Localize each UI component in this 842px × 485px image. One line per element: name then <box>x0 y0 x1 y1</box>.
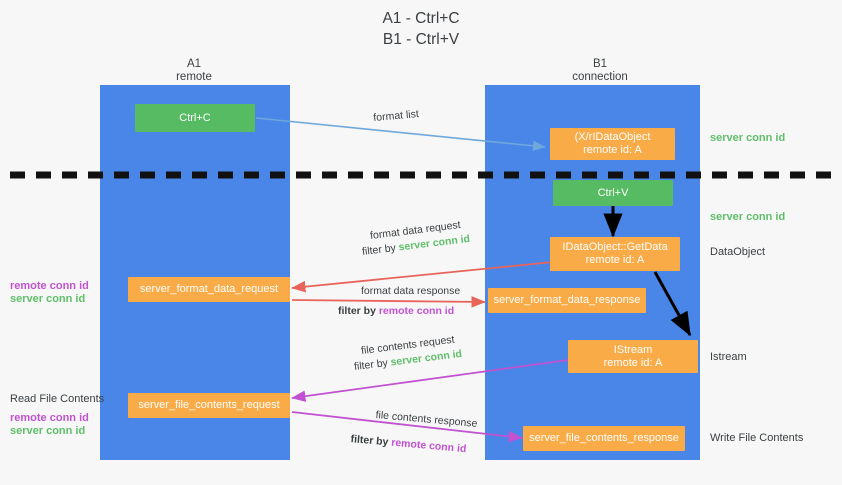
lane-b1-sub: connection <box>572 71 628 83</box>
lane-b1-name: B1 <box>592 58 608 70</box>
lane-header-a1: A1 remote <box>130 58 258 84</box>
box-ctrl-v[interactable]: Ctrl+V <box>553 180 673 206</box>
diagram-title: A1 - Ctrl+C B1 - Ctrl+V <box>0 8 842 50</box>
side-label-server-conn-id-mid: server conn id <box>710 211 786 223</box>
label-file-contents-response: file contents response <box>375 409 478 430</box>
box-dataobject-clipboard-line2: remote id: A <box>583 144 642 156</box>
box-ctrl-c-label: Ctrl+C <box>179 111 211 124</box>
label-format-data-response-filter: filter by remote conn id <box>338 305 454 318</box>
filter-prefix-4: filter by <box>350 433 392 449</box>
box-istream[interactable]: IStream remote id: A <box>568 340 698 373</box>
box-ctrl-v-label: Ctrl+V <box>597 186 629 199</box>
filter-prefix-3: filter by <box>353 356 392 374</box>
label-file-contents-response-filter: filter by remote conn id <box>350 433 467 456</box>
side-label-read-file-contents: Read File Contents <box>10 393 105 405</box>
side-label-server-conn-id-1: server conn id <box>10 293 86 305</box>
filter-value-4: remote conn id <box>390 436 467 456</box>
side-label-write-file-contents: Write File Contents <box>710 432 804 444</box>
lane-header-b1: B1 connection <box>530 58 670 84</box>
filter-prefix-1: filter by <box>361 241 400 259</box>
box-getdata-line2: remote id: A <box>585 254 645 266</box>
side-label-server-conn-id-2: server conn id <box>10 425 86 437</box>
side-label-remote-conn-id-1: remote conn id <box>10 280 89 292</box>
label-format-list: format list <box>372 108 420 125</box>
box-server-file-contents-response[interactable]: server_file_contents_response <box>523 426 685 451</box>
lane-a1-name: A1 <box>186 58 202 70</box>
box-server-file-contents-request[interactable]: server_file_contents_request <box>128 393 290 418</box>
box-server-format-data-request[interactable]: server_format_data_request <box>128 277 290 302</box>
side-label-dataobject: DataObject <box>710 246 766 258</box>
box-istream-line2: remote id: A <box>603 356 663 369</box>
box-server-format-data-response[interactable]: server_format_data_response <box>488 288 646 313</box>
box-server-file-contents-request-label: server_file_contents_request <box>138 399 280 411</box>
box-getdata-line1: IDataObject::GetData <box>562 241 668 253</box>
title-line-2: B1 - Ctrl+V <box>382 31 460 48</box>
label-format-data-response: format data response <box>361 285 461 297</box>
box-dataobject-clipboard-line1: (X/rIDataObject <box>574 131 651 143</box>
filter-value-2: remote conn id <box>378 305 455 317</box>
side-label-server-conn-id-top: server conn id <box>710 132 786 144</box>
box-idataobject-getdata[interactable]: IDataObject::GetData remote id: A <box>550 237 680 271</box>
title-line-1: A1 - Ctrl+C <box>382 10 460 27</box>
box-dataobject-clipboard[interactable]: (X/rIDataObject remote id: A <box>550 128 675 160</box>
filter-prefix-2: filter by <box>338 305 379 317</box>
box-server-format-data-request-label: server_format_data_request <box>139 283 279 295</box>
box-server-file-contents-response-label: server_file_contents_response <box>529 432 679 444</box>
box-istream-line1: IStream <box>613 343 653 356</box>
box-server-format-data-response-label: server_format_data_response <box>493 294 641 306</box>
lane-a1-sub: remote <box>176 71 212 83</box>
box-ctrl-c[interactable]: Ctrl+C <box>135 104 255 132</box>
side-label-remote-conn-id-2: remote conn id <box>10 412 89 424</box>
side-label-istream: Istream <box>710 351 747 363</box>
